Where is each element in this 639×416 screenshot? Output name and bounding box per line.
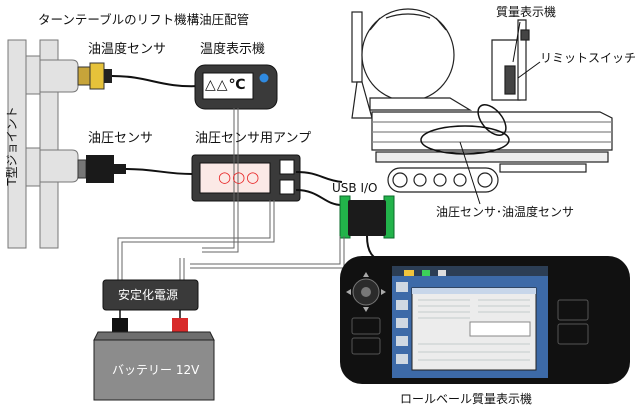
hydraulic-pipes: [7, 39, 79, 249]
tablet-device: [340, 256, 630, 384]
diagram-title: ターンテーブルのリフト機構油圧配管: [38, 12, 250, 27]
temp-sensor-cable: [111, 75, 201, 88]
amp-label: 油圧センサ用アンプ: [195, 131, 312, 146]
pressure-sensor-cable: [125, 168, 193, 175]
weight-display-label: 質量表示機: [496, 5, 557, 19]
battery-device: [93, 318, 215, 401]
pointer-lines: [459, 21, 541, 205]
sensors-on-machine-label: 油圧センサ･油温度センサ: [436, 205, 575, 219]
oil-temp-sensor-label: 油温度センサ: [88, 42, 167, 57]
oil-temp-sensor: [77, 62, 112, 90]
temp-display-label: 温度表示機: [200, 42, 266, 57]
oil-pressure-sensor-label: 油圧センサ: [88, 131, 154, 146]
power-stabilizer-label: 安定化電源: [118, 288, 179, 302]
battery-wires: [119, 310, 181, 318]
amp-usb-cable: [295, 171, 343, 183]
temp-display-screen: △△℃: [205, 77, 247, 93]
limit-switch-label: リミットスイッチ: [540, 51, 637, 65]
baler-machine: [351, 8, 613, 193]
t-joint-label: T型ジョイント: [5, 106, 19, 186]
power-stabilizer-device: [102, 279, 199, 311]
amp-usb-cable-2: [295, 189, 343, 206]
roll-bale-display-label: ロールベール質量表示機: [400, 392, 533, 406]
temp-display-device: [194, 64, 278, 110]
amp-display: ○○○: [218, 168, 261, 186]
oil-pressure-sensor: [77, 155, 126, 183]
usb-io-label: USB I/O: [332, 181, 378, 195]
battery-label: バッテリー 12V: [112, 363, 200, 377]
usb-io-device: [339, 195, 395, 239]
amp-device: [191, 154, 301, 202]
